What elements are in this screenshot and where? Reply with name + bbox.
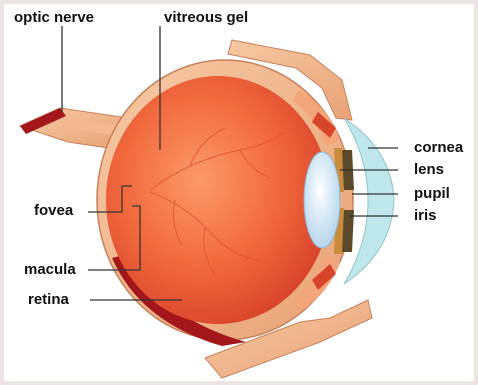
label-lens: lens: [414, 161, 444, 179]
label-cornea: cornea: [414, 139, 463, 157]
label-pupil: pupil: [414, 185, 450, 203]
lens-shape: [304, 152, 340, 248]
label-iris: iris: [414, 207, 437, 225]
label-fovea: fovea: [34, 202, 73, 220]
label-optic-nerve: optic nerve: [14, 9, 94, 27]
label-macula: macula: [24, 261, 76, 279]
vitreous-body: [106, 76, 330, 324]
label-retina: retina: [28, 291, 69, 309]
label-vitreous-gel: vitreous gel: [164, 9, 248, 27]
